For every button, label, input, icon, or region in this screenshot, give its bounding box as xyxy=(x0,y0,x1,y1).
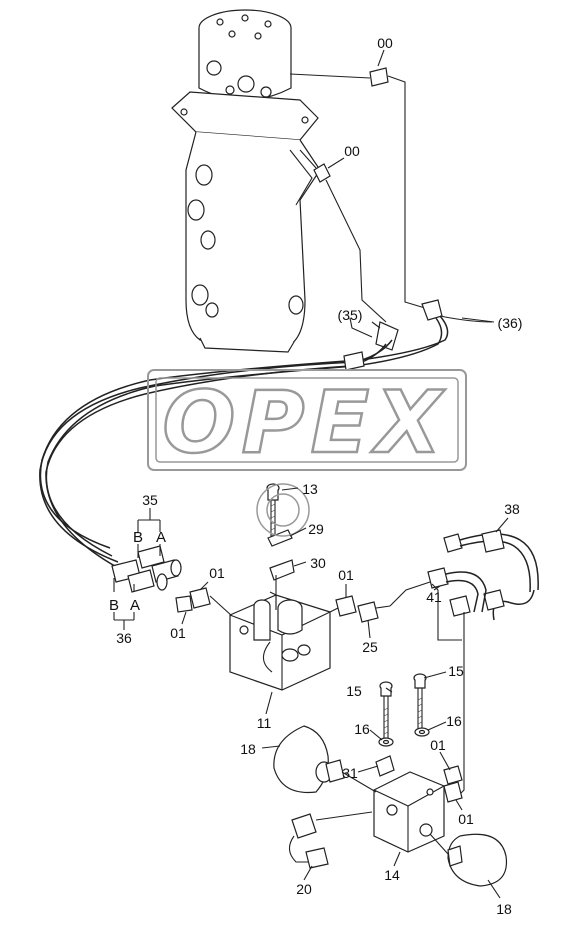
valve-block-11 xyxy=(229,591,331,691)
bolt-15-right xyxy=(413,673,427,730)
switch-20 xyxy=(288,811,373,869)
label-35: 35 xyxy=(142,492,158,508)
label-18-right: 18 xyxy=(496,901,512,917)
label-13: 13 xyxy=(302,481,318,497)
hose-bundle-35-36 xyxy=(39,299,493,571)
label-36-paren: (36) xyxy=(498,315,523,331)
fitting-00-upper xyxy=(289,67,426,309)
label-00-middle: 00 xyxy=(344,143,360,159)
label-30: 30 xyxy=(310,555,326,571)
label-36-a: A xyxy=(130,597,140,614)
clip-31 xyxy=(375,755,395,777)
swivel-joint xyxy=(171,9,321,353)
hose-41 xyxy=(389,567,487,797)
label-25: 25 xyxy=(362,639,378,655)
label-41: 41 xyxy=(426,589,442,605)
fitting-01-right xyxy=(329,595,357,617)
label-38: 38 xyxy=(504,501,520,517)
label-18-left: 18 xyxy=(240,741,256,757)
leader-lines xyxy=(113,49,509,899)
hose-38 xyxy=(443,529,539,621)
label-29: 29 xyxy=(308,521,324,537)
washer-16-left xyxy=(378,737,394,747)
label-15-right: 15 xyxy=(448,663,464,679)
label-31: 31 xyxy=(342,765,358,781)
label-16-left: 16 xyxy=(354,721,370,737)
watermark: OPEX xyxy=(147,369,467,537)
label-01-block-lower: 01 xyxy=(458,811,474,827)
fitting-00-middle xyxy=(299,149,387,323)
hose-ends-lower-left xyxy=(111,545,182,593)
fitting-25 xyxy=(357,601,391,623)
watermark-text: OPEX xyxy=(162,373,447,473)
label-01-left-lower: 01 xyxy=(170,625,186,641)
washer-16-right xyxy=(414,727,430,737)
sensor-18-right xyxy=(429,833,508,887)
label-36-b: B xyxy=(109,597,119,614)
sensor-18-left xyxy=(273,725,377,794)
fitting-01-block-upper xyxy=(443,765,463,785)
label-35-paren: (35) xyxy=(338,307,363,323)
fitting-01-left xyxy=(175,587,233,617)
label-01-left-upper: 01 xyxy=(209,565,225,581)
block-14 xyxy=(373,771,445,853)
clamp-29 xyxy=(267,529,293,547)
part-labels: 00 00 (35) (36) 13 29 30 35 B A B A 36 0… xyxy=(109,35,522,917)
label-11: 11 xyxy=(257,715,272,731)
label-16-right: 16 xyxy=(446,713,462,729)
label-35-b: B xyxy=(133,529,143,546)
label-14: 14 xyxy=(384,867,400,883)
clamp-30 xyxy=(269,559,295,610)
label-15-left: 15 xyxy=(346,683,362,699)
label-00-upper: 00 xyxy=(377,35,393,51)
fitting-01-block-lower xyxy=(443,781,463,803)
label-01-right: 01 xyxy=(338,567,354,583)
bolt-13 xyxy=(266,483,280,544)
label-36: 36 xyxy=(116,630,132,646)
label-01-block-upper: 01 xyxy=(430,737,446,753)
label-35-a: A xyxy=(156,529,166,546)
label-20: 20 xyxy=(296,881,312,897)
